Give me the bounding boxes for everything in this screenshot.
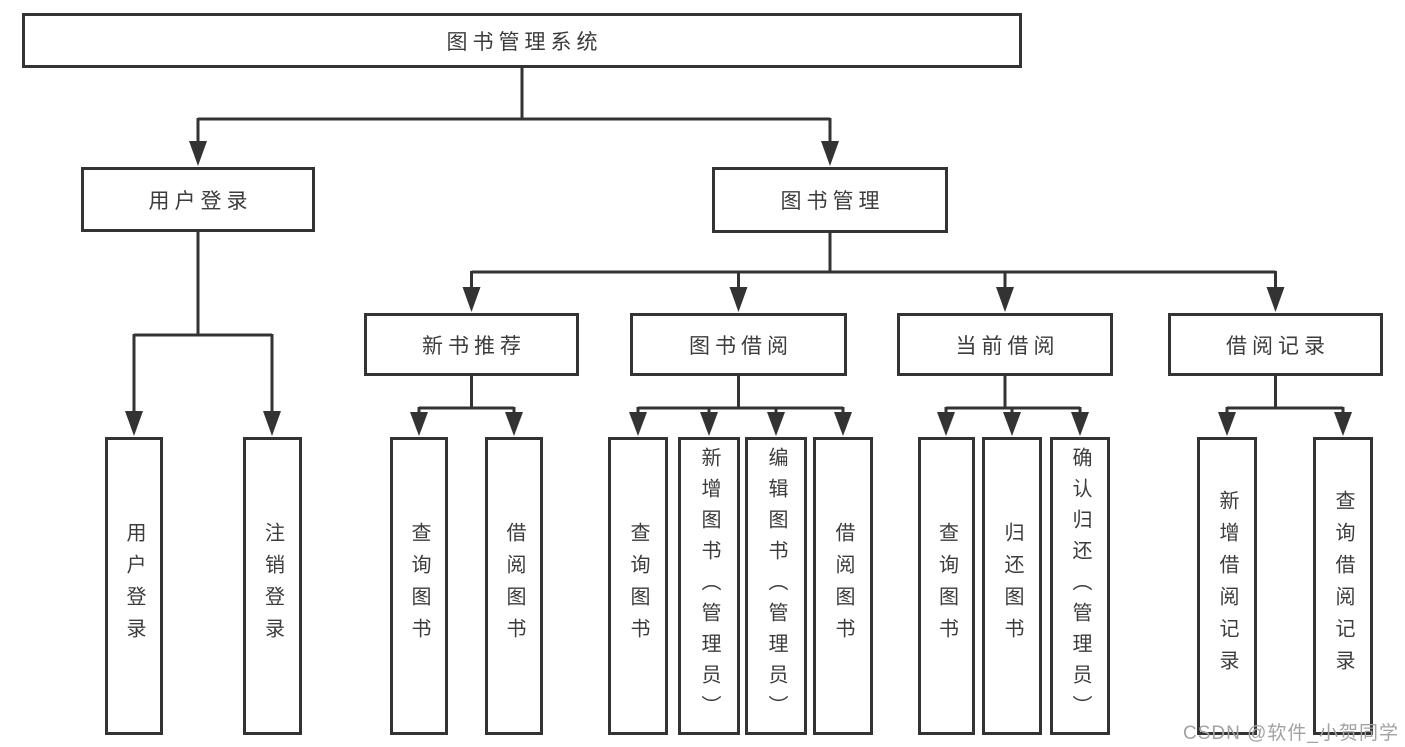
arrowheads (125, 141, 1352, 436)
leaf-query-borrow-record-label: 查询借阅记录 (1332, 490, 1354, 682)
leaf-borrow-books: 借阅图书 (813, 437, 873, 735)
leaf-add-books-admin-label: 新增图书（管理员） (698, 446, 720, 726)
leaf-edit-books-admin: 编辑图书（管理员） (745, 437, 807, 735)
node-book-management: 图书管理 (712, 167, 948, 233)
node-new-book-recommendation: 新书推荐 (364, 313, 579, 376)
leaf-return-books-label: 归还图书 (1001, 522, 1023, 650)
leaf-confirm-return-admin: 确认归还（管理员） (1050, 437, 1110, 735)
leaf-recommend-borrow-books-label: 借阅图书 (503, 522, 525, 650)
leaf-borrow-books-label: 借阅图书 (832, 522, 854, 650)
leaf-add-books-admin: 新增图书（管理员） (678, 437, 740, 735)
leaf-current-query-books: 查询图书 (918, 437, 975, 735)
leaf-query-borrow-record: 查询借阅记录 (1313, 437, 1373, 735)
leaf-recommend-query-books: 查询图书 (390, 437, 448, 735)
leaf-user-login-label: 用户登录 (123, 522, 145, 650)
leaf-add-borrow-record: 新增借阅记录 (1197, 437, 1257, 735)
leaf-logout: 注销登录 (243, 437, 302, 735)
node-book-borrowing: 图书借阅 (630, 313, 847, 376)
leaf-user-login: 用户登录 (105, 437, 163, 735)
leaf-confirm-return-admin-label: 确认归还（管理员） (1069, 446, 1091, 726)
leaf-current-query-books-label: 查询图书 (935, 522, 958, 650)
leaf-edit-books-admin-label: 编辑图书（管理员） (765, 446, 787, 726)
leaf-recommend-borrow-books: 借阅图书 (485, 437, 543, 735)
leaf-return-books: 归还图书 (982, 437, 1042, 735)
node-current-borrowing: 当前借阅 (897, 313, 1113, 376)
leaf-recommend-query-books-label: 查询图书 (408, 522, 430, 650)
leaf-logout-label: 注销登录 (261, 522, 284, 650)
leaf-add-borrow-record-label: 新增借阅记录 (1216, 490, 1238, 682)
node-library-management-system: 图书管理系统 (22, 13, 1022, 68)
csdn-watermark: CSDN @软件_小贺同学 (1183, 723, 1399, 744)
node-user-login: 用户登录 (81, 167, 315, 232)
node-borrowing-records: 借阅记录 (1168, 313, 1383, 376)
leaf-borrow-query-books-label: 查询图书 (627, 522, 649, 650)
leaf-borrow-query-books: 查询图书 (608, 437, 668, 735)
